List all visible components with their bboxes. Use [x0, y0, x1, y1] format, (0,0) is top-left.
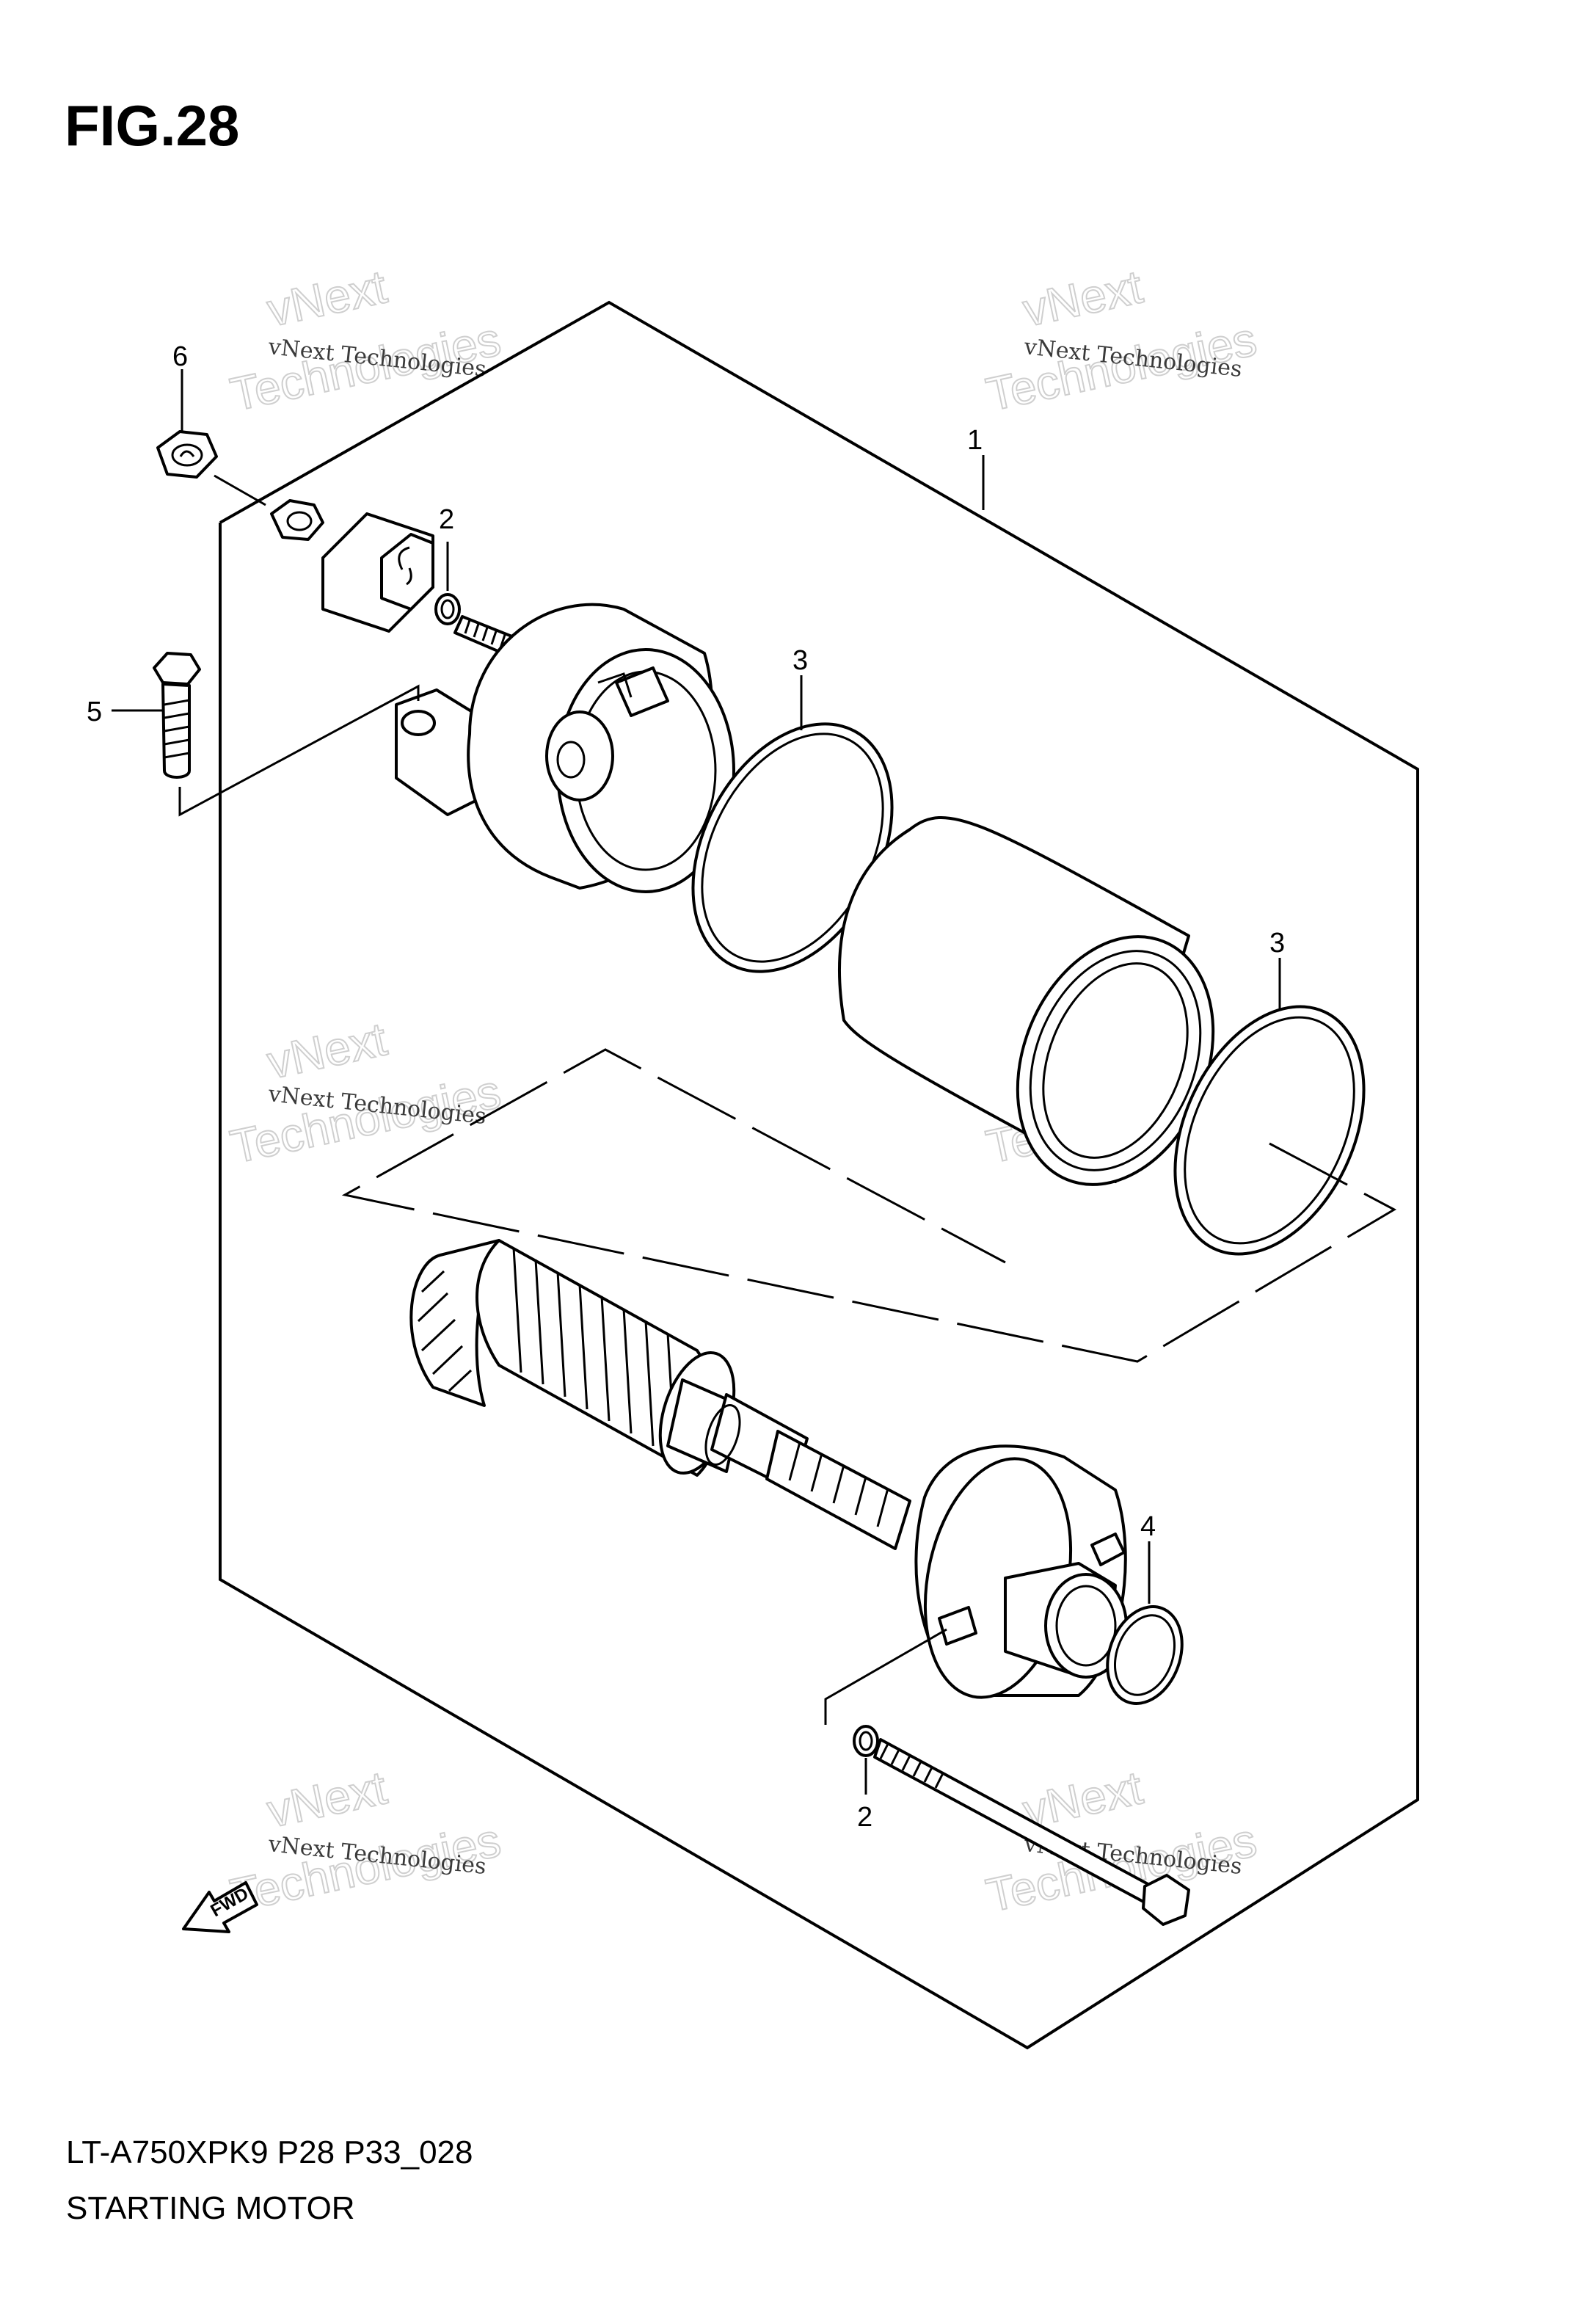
fwd-arrow: FWD [182, 1881, 258, 1933]
callout-4: 4 [1140, 1511, 1156, 1542]
terminal-cap [321, 512, 434, 633]
leader-line-6b [214, 474, 266, 506]
bolt-part-5 [153, 652, 201, 779]
o-ring-part-2-lower-inner [859, 1731, 873, 1751]
watermark-big-top: vNext [1019, 260, 1147, 336]
watermark: vNext Technologies vNext Technologies [225, 259, 506, 421]
assembly-frame [219, 300, 1419, 2050]
terminal-nut [270, 499, 324, 541]
yoke-housing [838, 816, 1215, 1186]
front-housing-guide [824, 1628, 947, 1725]
o-ring-part-2-lower [853, 1725, 879, 1757]
model-code: LT-A750XPK9 P28 P33_028 [66, 2134, 473, 2170]
figure-label: FIG.28 [65, 93, 240, 158]
callout-6: 6 [172, 341, 188, 372]
armature [409, 1239, 911, 1550]
callout-3-lower: 3 [1269, 928, 1285, 959]
watermark-big-top: vNext [263, 260, 391, 336]
diagram-title: STARTING MOTOR [66, 2190, 355, 2226]
rear-housing [395, 603, 735, 893]
watermark-big-top: vNext [263, 1012, 391, 1088]
callout-1: 1 [967, 425, 983, 456]
bolt-5-guide [178, 684, 420, 817]
through-bolt [873, 1738, 1190, 1926]
o-ring-part-2-upper [434, 593, 461, 625]
watermark: vNext Technologies vNext Technologies [225, 1760, 506, 1922]
callout-5: 5 [87, 697, 102, 727]
watermark: vNext Technologies vNext Technologies [225, 1011, 506, 1174]
callout-3-upper: 3 [792, 645, 808, 676]
o-ring-part-3-lower [1173, 1005, 1366, 1256]
armature-assembly-guide [341, 1048, 1397, 1363]
o-ring-part-2-upper-inner [440, 599, 455, 619]
front-housing [914, 1444, 1128, 1699]
watermark: vNext Technologies vNext Technologies [981, 259, 1261, 421]
callout-2-lower: 2 [857, 1802, 872, 1833]
o-ring-part-4 [1106, 1605, 1184, 1705]
watermark-big-top: vNext [263, 1761, 391, 1837]
flange-nut-part-6 [156, 430, 218, 479]
callout-2-upper: 2 [439, 504, 454, 535]
watermark: vNext Technologies vNext Technologies [981, 1760, 1261, 1922]
